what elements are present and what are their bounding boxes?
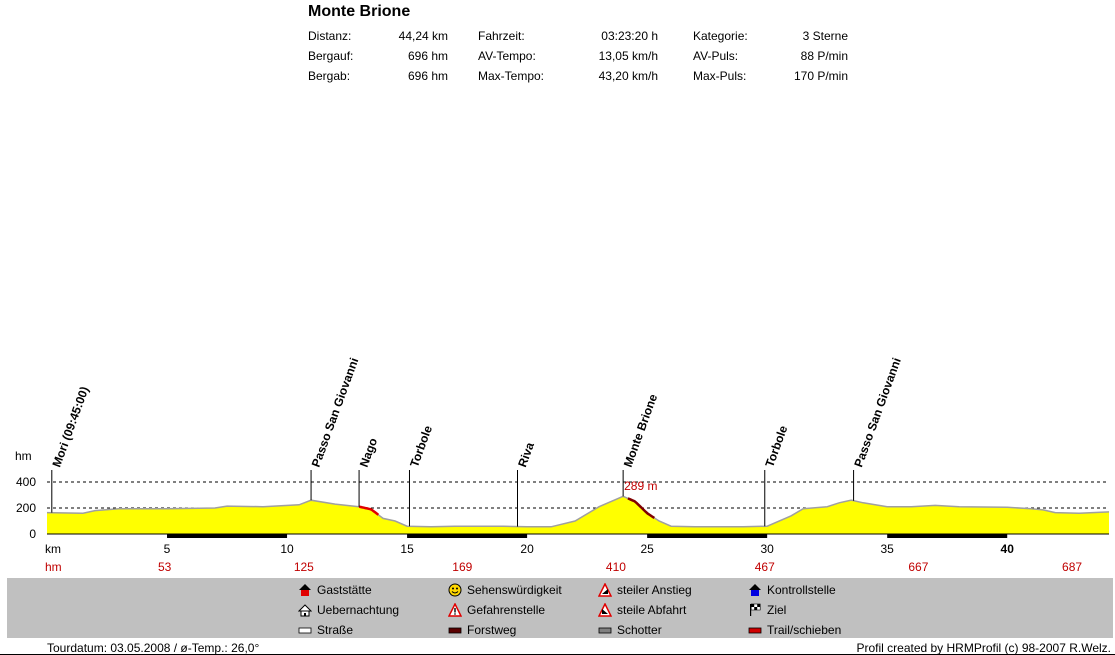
cumulative-hm-label: 410 [606,560,626,574]
tour-title: Monte Brione [308,3,411,20]
surface-forest-bar [647,534,768,538]
x-tick-label: 25 [640,542,654,556]
waypoint-label: Monte Brione [621,392,660,469]
house-red-icon [299,584,311,596]
x-tick-label: 15 [400,542,414,556]
legend-item-schotter: Schotter [598,623,662,637]
legend-item-kontrollstelle: Kontrollstelle [748,583,836,597]
footer-tour-date: Tourdatum: 03.05.2008 / ø-Temp.: 26,0° [47,641,260,655]
x-tick-label: 35 [881,542,895,556]
white-bar-icon [298,627,312,634]
legend-item-uebernachtung: Uebernachtung [298,603,399,617]
surface-forest-bar [407,534,528,538]
y-axis-label: hm [15,449,32,463]
darkred-bar-icon [448,627,462,634]
legend-item-forstweg: Forstweg [448,623,516,637]
cumulative-hm-label: 667 [908,560,928,574]
hm-row-label: hm [45,560,62,574]
stat-label-kategorie: Kategorie: [693,29,748,43]
y-tick-label: 200 [16,501,36,515]
hut-icon [298,604,312,617]
legend-item-sehenswuerdigkeit: Sehenswürdigkeit [448,583,562,597]
stat-value-max-puls: 170 P/min [793,69,848,83]
stat-label-av-puls: AV-Puls: [693,49,739,63]
stat-label-max-tempo: Max-Tempo: [478,69,545,83]
warning-triangle-icon [598,583,612,597]
waypoint-label: Mori (09:45:00) [49,385,91,469]
steep-segment [358,505,380,516]
danger-triangle-icon [448,603,462,617]
stat-label-max-puls: Max-Puls: [693,69,747,83]
house-blue-icon [749,584,761,596]
steep-segment [627,497,655,519]
stat-value-distanz: 44,24 km [398,29,448,43]
warning-triangle-dark-icon [598,603,612,617]
smiley-icon [448,583,462,597]
stat-label-distanz: Distanz: [308,29,352,43]
stat-value-av-tempo: 13,05 km/h [598,49,658,63]
y-tick-label: 400 [16,475,36,489]
cumulative-hm-label: 169 [452,560,472,574]
waypoint-label: Nago [357,436,380,469]
x-tick-label: 10 [280,542,294,556]
cumulative-hm-label: 53 [158,560,172,574]
legend-panel: Gaststätte Sehenswürdigkeit steiler Anst… [7,578,1113,638]
stat-value-av-puls: 88 P/min [800,49,848,63]
x-tick-label: 40 [1001,542,1015,556]
elevation-profile-chart: hm 0 200 400 Mori (09:45:00) Passo San Giovan… [15,356,1110,574]
stat-label-fahrzeit: Fahrzeit: [478,29,525,43]
legend-item-strasse: Straße [298,623,353,637]
x-tick-label: 30 [760,542,774,556]
cumulative-hm-label: 125 [294,560,314,574]
footer-credits: Profil created by HRMProfil (c) 98-2007 … [856,641,1111,655]
legend-item-steile-abfahrt: steile Abfahrt [598,603,686,617]
stat-value-bergauf: 696 hm [407,49,448,63]
stat-label-bergauf: Bergauf: [308,49,354,63]
waypoint-label: Riva [515,440,537,469]
grey-bar-icon [598,627,612,634]
waypoint-label: Passo San Giovanni [851,356,904,469]
surface-forest-bar [887,534,1008,538]
stat-value-bergab: 696 hm [407,69,448,83]
legend-item-trail: Trail/schieben [748,623,841,637]
stat-value-fahrzeit: 03:23:20 h [601,29,658,43]
profile-area [47,496,1109,534]
legend-item-gefahrenstelle: Gefahrenstelle [448,603,545,617]
y-tick-label: 0 [29,527,36,541]
red-bar-icon [748,627,762,634]
surface-forest-bar [167,534,288,538]
cumulative-hm-label: 467 [755,560,775,574]
stat-value-max-tempo: 43,20 km/h [598,69,658,83]
stat-label-av-tempo: AV-Tempo: [478,49,536,63]
max-elevation-label: 289 m [624,479,657,493]
waypoint-label: Torbole [407,423,435,469]
cumulative-hm-label: 687 [1062,560,1082,574]
x-axis-label: km [45,542,61,556]
stat-value-kategorie: 3 Sterne [802,29,848,43]
legend-item-steiler-anstieg: steiler Anstieg [598,583,692,597]
legend-item-ziel: Ziel [748,603,786,617]
checkered-flag-icon [750,603,761,616]
x-tick-label: 5 [164,542,171,556]
waypoint-label: Torbole [762,423,790,469]
stat-label-bergab: Bergab: [308,69,351,83]
legend-item-gaststaette: Gaststätte [298,583,372,597]
waypoint-label: Passo San Giovanni [309,356,362,469]
x-tick-label: 20 [520,542,534,556]
